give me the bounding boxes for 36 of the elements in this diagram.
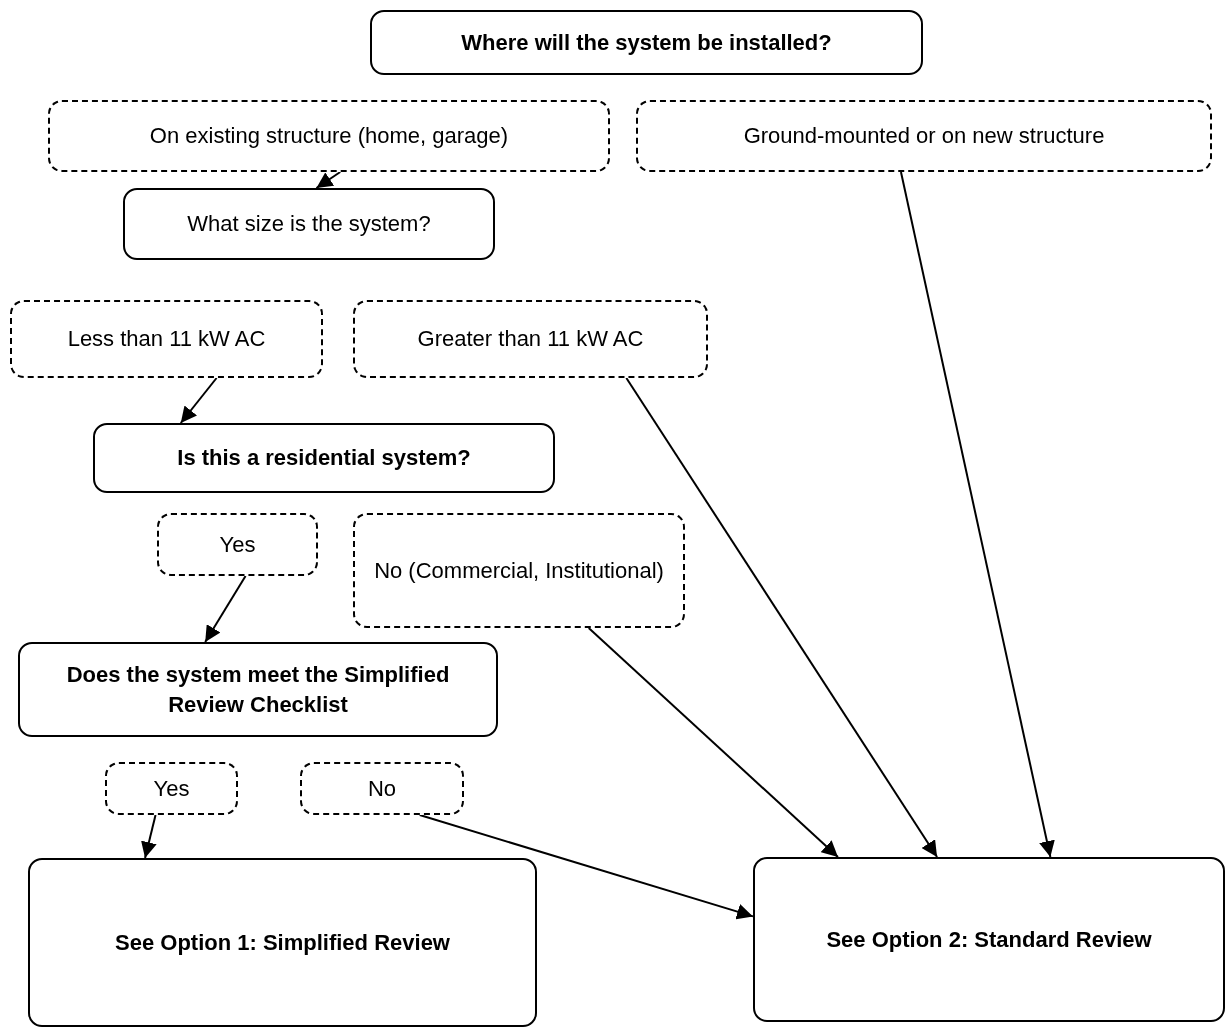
node-text: Less than 11 kW AC bbox=[67, 325, 266, 354]
option-box bbox=[353, 513, 685, 628]
process-box bbox=[370, 10, 923, 75]
node-text: On existing structure (home, garage) bbox=[149, 122, 509, 151]
arrow bbox=[899, 171, 1055, 858]
process-box bbox=[93, 423, 555, 493]
process-box bbox=[18, 642, 498, 737]
arrow bbox=[204, 575, 247, 643]
node-text: No (Commercial, Institutional) bbox=[374, 556, 664, 585]
arrow bbox=[315, 171, 342, 189]
arrow bbox=[587, 627, 839, 858]
node-text: Ground-mounted or on new structure bbox=[743, 122, 1105, 151]
arrow bbox=[418, 814, 754, 920]
option-box bbox=[353, 300, 708, 378]
node-text: Yes bbox=[153, 774, 190, 803]
option-box bbox=[636, 100, 1212, 172]
option-box bbox=[157, 513, 318, 576]
node-text: Is this a residential system? bbox=[177, 444, 471, 473]
process-box bbox=[753, 857, 1225, 1022]
node-text: Yes bbox=[219, 530, 256, 559]
option-box bbox=[48, 100, 610, 172]
node-text: No bbox=[367, 774, 397, 803]
node-text: See Option 2: Standard Review bbox=[826, 925, 1152, 954]
arrow bbox=[179, 377, 218, 424]
process-box bbox=[28, 858, 537, 1027]
arrow bbox=[141, 814, 157, 859]
node-text: Greater than 11 kW AC bbox=[417, 325, 644, 354]
option-box bbox=[300, 762, 464, 815]
node-text: See Option 1: Simplified Review bbox=[115, 928, 450, 957]
node-text: Where will the system be installed? bbox=[461, 28, 832, 57]
arrow bbox=[625, 377, 939, 858]
node-text: Does the system meet the Simplified Review Checklist bbox=[65, 660, 451, 719]
option-box bbox=[105, 762, 238, 815]
option-box bbox=[10, 300, 323, 378]
process-box bbox=[123, 188, 495, 260]
node-text: What size is the system? bbox=[187, 210, 431, 239]
